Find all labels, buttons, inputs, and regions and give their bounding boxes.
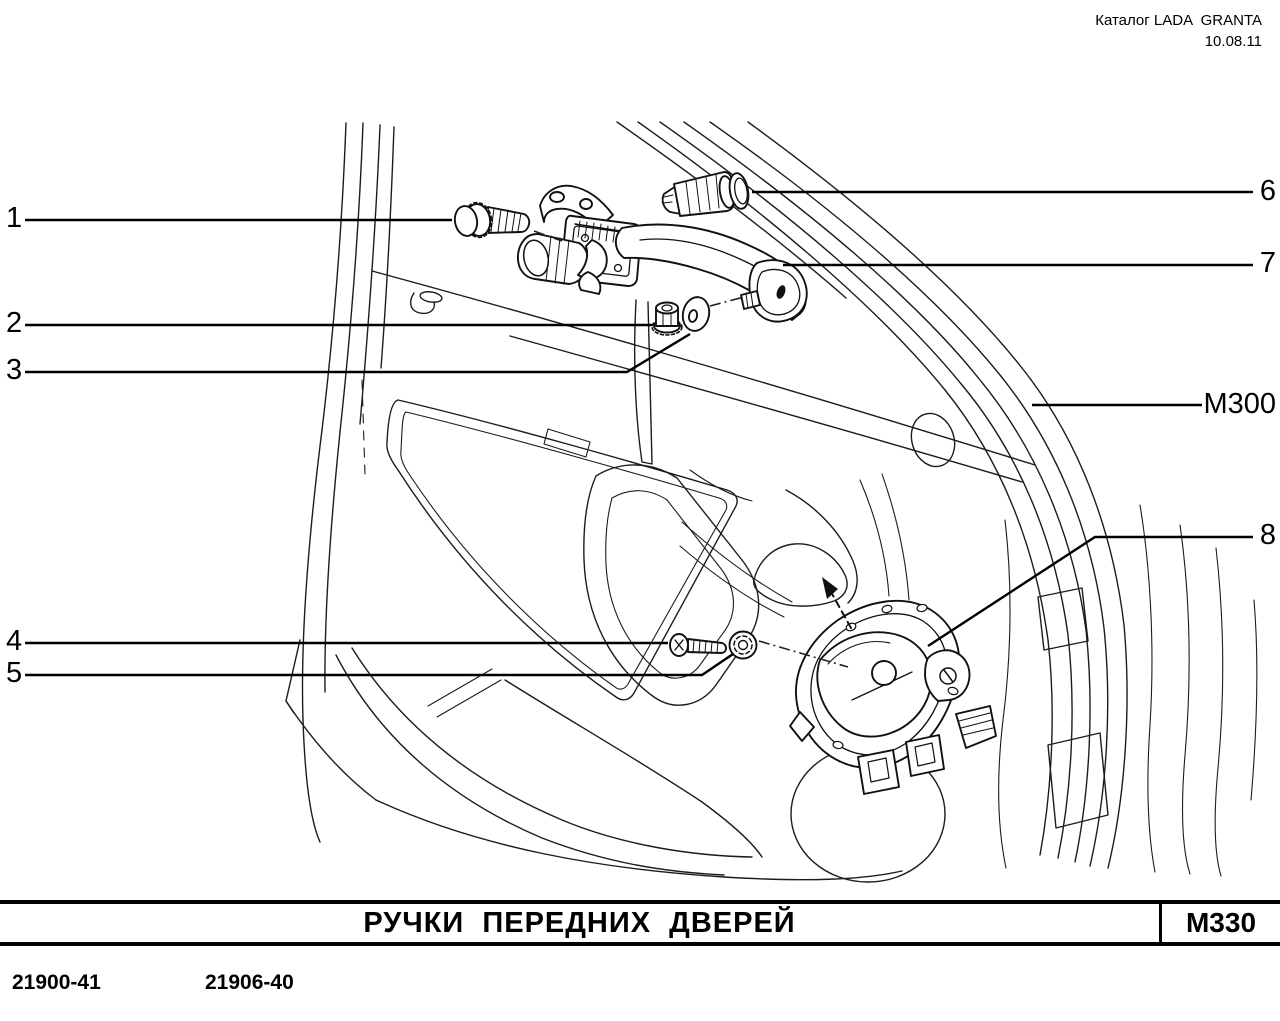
escutcheon-stud	[740, 290, 761, 310]
catalog-title: Каталог LADA GRANTA	[1095, 12, 1262, 29]
b-pillar-line	[1179, 524, 1191, 875]
part-1-bolt	[453, 201, 531, 239]
frame-rect-hole	[1037, 587, 1089, 651]
callout-8-label: 8	[1259, 519, 1276, 551]
part-5-star-washer	[728, 630, 758, 660]
a-pillar-line	[324, 122, 364, 693]
pull-band-line	[681, 521, 793, 603]
part-4-screw	[669, 633, 727, 657]
callout-7-label: 7	[1259, 247, 1276, 279]
belt-line	[371, 270, 1036, 466]
install-direction-arrow	[822, 577, 852, 629]
callout-m300-label: M300	[1203, 388, 1276, 420]
door-corner-line	[285, 639, 301, 714]
window-aperture-outer	[386, 399, 738, 701]
window-aperture-inner	[400, 411, 728, 690]
roof-rail-line	[616, 121, 847, 299]
door-bottom-line	[375, 799, 903, 881]
rear-frame-line	[709, 121, 1109, 867]
rear-frame-line	[747, 121, 1128, 869]
callout-1-label: 1	[6, 202, 23, 234]
belt-line	[509, 335, 1023, 483]
rear-frame-line	[637, 121, 1053, 856]
parts-art	[453, 171, 997, 795]
armrest-tip-line	[689, 469, 753, 502]
bezel-boss	[832, 740, 844, 750]
part-7-exterior-handle	[516, 184, 808, 323]
bezel-foot	[789, 711, 815, 742]
part-6-lock-cylinder	[661, 171, 750, 217]
part-8-interior-handle-bezel	[789, 599, 997, 795]
frame-rect-hole	[1047, 732, 1109, 829]
callout-5-label: 5	[6, 657, 23, 689]
part-3-washer	[681, 296, 711, 332]
pocket-line	[351, 647, 753, 858]
recess-opening	[753, 543, 848, 607]
armrest-inner	[605, 490, 735, 679]
bezel-cup	[816, 631, 933, 738]
callout-8-leader	[927, 535, 1253, 648]
bezel-ribbed-fin	[955, 705, 997, 749]
armrest-outer	[583, 464, 760, 706]
callout-leader-lines	[25, 190, 1253, 677]
a-pillar-line	[380, 126, 395, 369]
axis-washer-to-escutcheon	[709, 296, 745, 307]
callout-3-label: 3	[6, 354, 23, 386]
a-pillar-line	[301, 122, 347, 843]
bezel-boss	[947, 686, 959, 696]
bezel-tab	[905, 734, 945, 777]
callout-5-leader	[25, 653, 734, 677]
panel-line	[859, 479, 890, 597]
bezel-boss	[881, 604, 893, 614]
bezel-boss	[916, 603, 928, 613]
callout-2-label: 2	[6, 307, 23, 339]
sheet-code: М330	[1185, 907, 1257, 938]
b-pillar-line	[1214, 547, 1224, 877]
belt-oval-detail	[419, 291, 443, 303]
assembly-axis-lines	[533, 230, 849, 668]
door-body-art	[285, 121, 1258, 883]
callout-4-label: 4	[6, 625, 23, 657]
a-pillar-line	[359, 124, 381, 425]
door-corner-line	[285, 700, 377, 801]
drawing-title: РУЧКИ ПЕРЕДНИХ ДВЕРЕЙ	[0, 904, 1162, 942]
bezel-tab	[857, 749, 900, 795]
handle-hook-lever	[578, 271, 602, 295]
axis-bolt-to-handle	[533, 230, 563, 242]
rear-frame-line	[659, 121, 1073, 859]
b-pillar-line	[1250, 599, 1258, 801]
recess-outer-line	[785, 489, 858, 604]
variant-code: 21906-40	[205, 971, 294, 994]
frame-oval-hole	[910, 412, 956, 468]
panel-hatch-line	[436, 679, 502, 718]
callout-3-leader	[25, 332, 691, 374]
bezel-cup-hole	[871, 660, 897, 686]
callout-6-label: 6	[1259, 175, 1276, 207]
catalog-date: 10.08.11	[1204, 33, 1262, 50]
pocket-top-line	[504, 679, 763, 858]
a-pillar-dashed-line	[361, 379, 366, 476]
belt-curl-detail	[409, 292, 436, 315]
part-2-nut	[651, 301, 683, 336]
variant-code: 21900-41	[12, 971, 101, 994]
b-pillar-line	[1139, 504, 1156, 873]
axis-screw-to-bezel	[758, 640, 849, 668]
armrest-plate-detail	[543, 428, 591, 458]
panel-line	[881, 473, 910, 601]
b-pillar-line	[998, 519, 1011, 869]
pull-band-line	[679, 545, 785, 618]
division-blade	[633, 299, 653, 465]
pocket-line	[335, 654, 725, 876]
title-block: РУЧКИ ПЕРЕДНИХ ДВЕРЕЙ М330	[0, 900, 1280, 946]
